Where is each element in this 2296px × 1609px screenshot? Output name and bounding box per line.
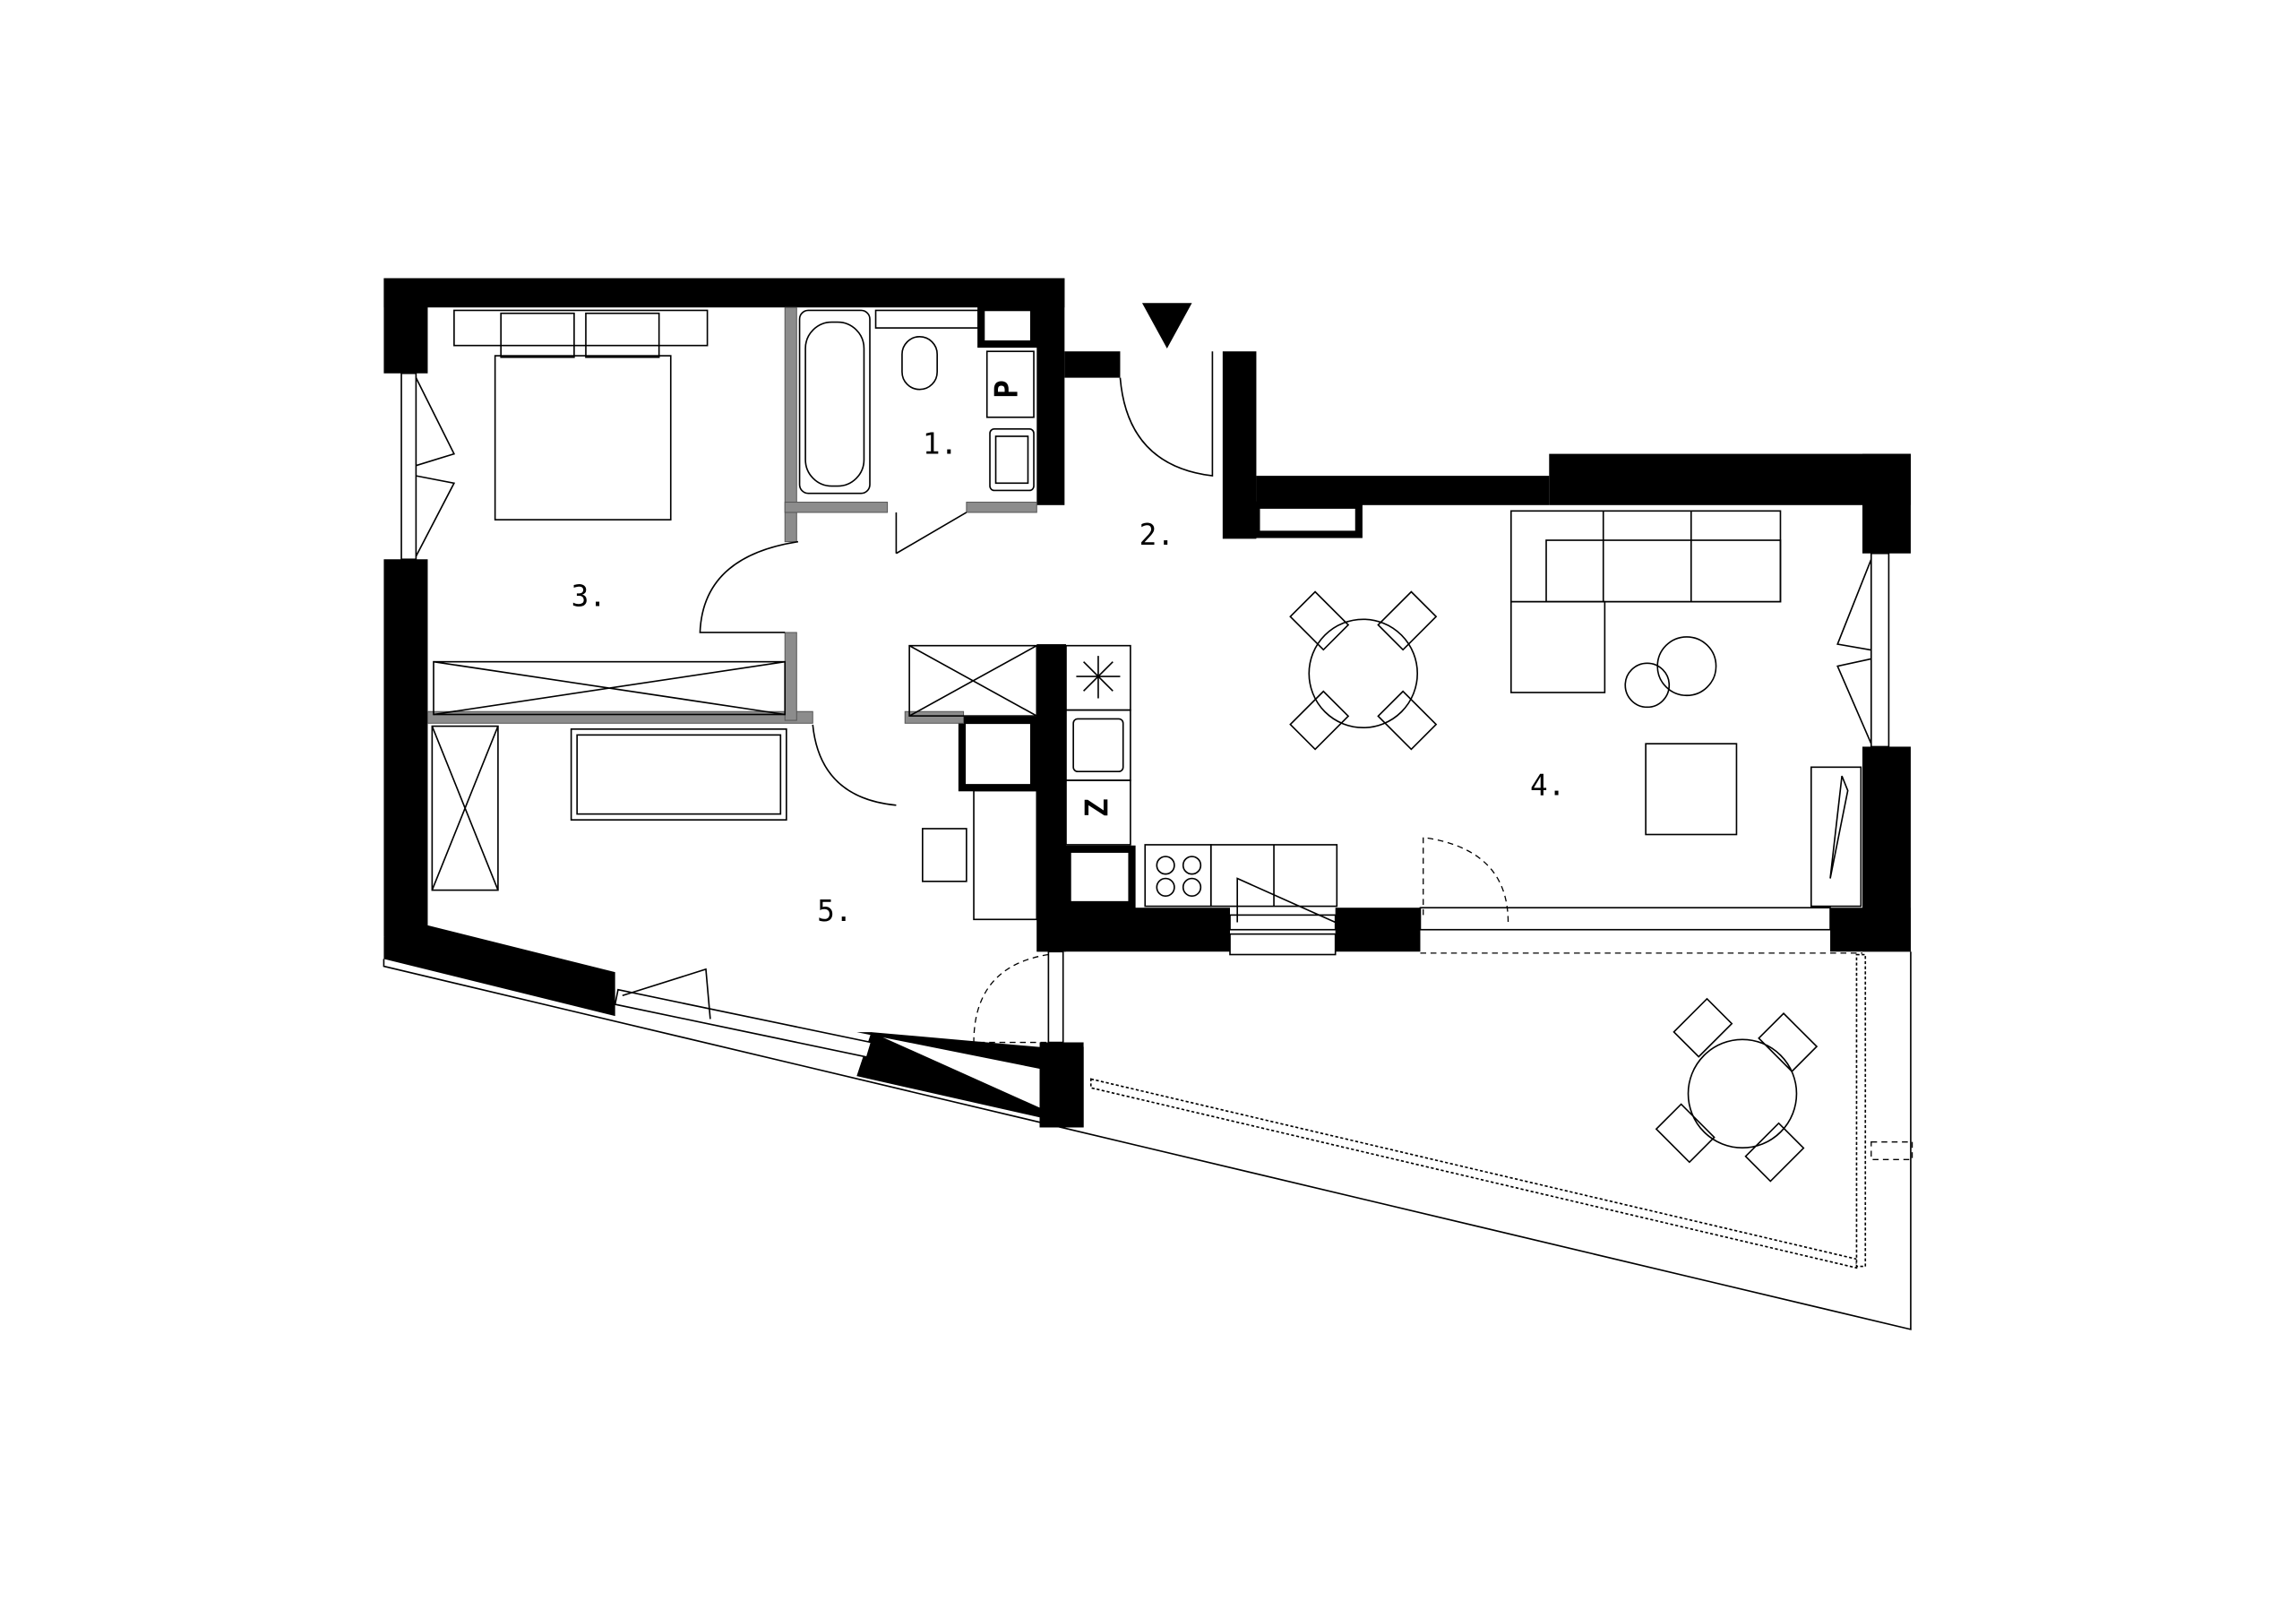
desk — [973, 789, 1038, 921]
fridge — [1065, 779, 1131, 846]
bathtub — [798, 309, 871, 495]
walls — [383, 278, 1911, 1128]
entrance-triangle-icon — [1141, 303, 1192, 348]
room-label-bathroom: 1. — [923, 427, 958, 461]
coffee-table — [1656, 636, 1717, 697]
windows — [400, 351, 1890, 1058]
balcony-railing — [1089, 1078, 1858, 1269]
balcony-railing-side — [1855, 953, 1867, 1268]
room-label-living-kitchen: 4. — [1530, 768, 1565, 802]
toilet — [901, 336, 938, 391]
sofa — [1509, 510, 1782, 693]
side-table — [1624, 662, 1671, 709]
single-bed — [570, 728, 787, 821]
wardrobe — [433, 660, 787, 716]
wardrobe-2 — [431, 725, 499, 891]
balcony-dining-set — [1655, 997, 1819, 1183]
armchair-table — [1645, 743, 1738, 836]
headboard — [453, 309, 709, 347]
balcony — [383, 951, 1913, 1330]
room-label-hall: 2. — [1139, 518, 1174, 552]
pillow — [585, 312, 660, 358]
drain — [1870, 1141, 1913, 1160]
pillow — [500, 312, 575, 358]
room-label-bedroom-small: 5. — [817, 894, 852, 928]
washer — [985, 350, 1035, 418]
balcony-outline — [383, 951, 1912, 1330]
dining-set — [1289, 590, 1438, 751]
washer-label: P — [989, 381, 1023, 399]
cooktop — [1144, 844, 1212, 908]
toilet-tank — [874, 309, 979, 329]
partitions — [426, 306, 1037, 724]
sink — [1065, 709, 1131, 781]
cabinet — [908, 644, 1038, 717]
furniture: P Z — [431, 309, 1862, 921]
fridge-label: Z — [1080, 799, 1114, 817]
tv-unit — [1810, 766, 1862, 908]
washbasin — [989, 428, 1035, 492]
room-label-bedroom-main: 3. — [572, 580, 606, 614]
chair — [922, 828, 967, 882]
double-bed — [494, 355, 672, 521]
